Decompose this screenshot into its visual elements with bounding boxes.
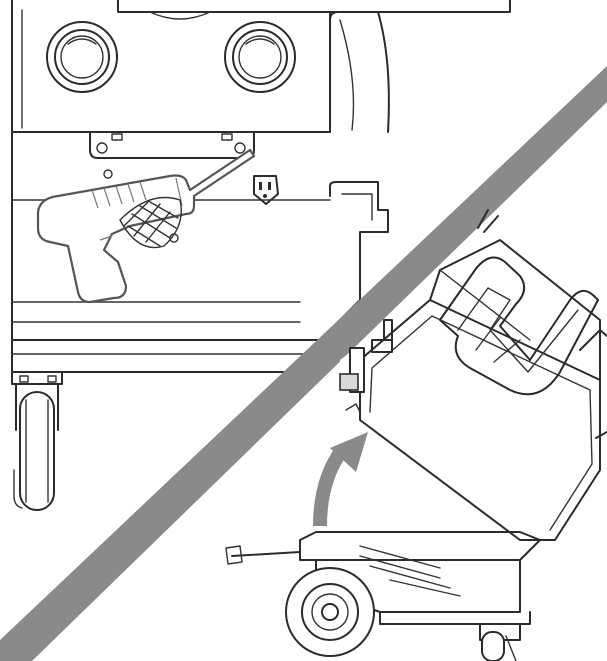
upper-housing: [11, 0, 379, 133]
small-caster-icon: [479, 623, 521, 661]
side-panel-curve: [339, 19, 355, 131]
valve-tip: [345, 403, 361, 413]
cart-wheel-icon: [285, 567, 375, 657]
u-handle-inner: [457, 287, 579, 373]
top-label-box: [117, 0, 511, 13]
tilted-top-edge: [439, 269, 531, 341]
diagonal-divider: [0, 66, 607, 661]
cart-foot: [379, 611, 531, 625]
outlet-icon: [253, 175, 279, 205]
lower-cabinet-left: [11, 131, 301, 373]
top-pins: [477, 209, 499, 233]
valve-assembly: [339, 319, 393, 413]
top-dome-edge: [149, 11, 211, 20]
cart-vents: [359, 545, 461, 597]
cart-handle: [231, 551, 301, 557]
cart-top-rail: [299, 531, 541, 561]
right-knob: [579, 329, 607, 351]
right-latch: [595, 431, 607, 439]
tilt-mask: [340, 236, 600, 540]
valve-handle: [339, 373, 359, 391]
u-handle-outer: [439, 256, 599, 396]
tilted-top-block: [429, 239, 601, 381]
bracket-screw-right: [234, 142, 246, 154]
bracket-tab-left: [111, 133, 123, 141]
bracket-screw-left: [96, 142, 108, 154]
side-bracket: [329, 181, 389, 331]
side-bracket-inner: [341, 193, 373, 221]
power-drill-icon: [36, 148, 256, 304]
cart-base: [225, 531, 541, 661]
cabinet-front-view: [11, 0, 511, 511]
bracket-tab-right: [221, 133, 233, 141]
side-panel: [329, 11, 390, 133]
mounting-bracket: [89, 131, 255, 159]
port-ring-right: [224, 21, 296, 93]
caster-wheel-icon: [11, 371, 63, 511]
port-ring-left: [46, 21, 118, 93]
tilt-unit-view: [225, 209, 607, 661]
curved-arrow-icon: [313, 432, 368, 527]
